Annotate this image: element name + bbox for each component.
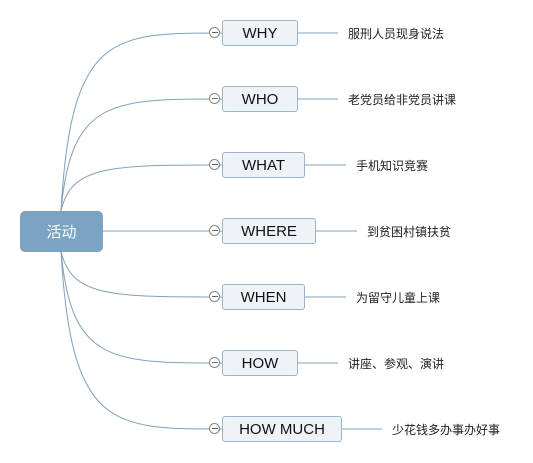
collapse-toggle-icon[interactable] — [209, 423, 220, 434]
branch-label-who: WHO — [241, 90, 279, 108]
collapse-toggle-icon[interactable] — [209, 93, 220, 104]
branch-topic-how[interactable]: HOW — [222, 350, 298, 376]
branch-connector-5 — [60, 250, 223, 364]
root-topic[interactable]: 活动 — [20, 211, 103, 252]
branch-label-how-much: HOW MUCH — [239, 420, 325, 438]
detail-topic-why[interactable]: 服刑人员现身说法 — [348, 27, 445, 41]
detail-topic-how-much[interactable]: 少花钱多办事办好事 — [392, 423, 501, 437]
collapse-toggle-icon[interactable] — [209, 291, 220, 302]
branch-label-why: WHY — [242, 24, 278, 42]
collapse-toggle-icon[interactable] — [209, 159, 220, 170]
branch-label-how: HOW — [241, 354, 279, 372]
branch-label-where: WHERE — [241, 222, 297, 240]
branch-connector-6 — [60, 250, 223, 430]
branch-topic-how-much[interactable]: HOW MUCH — [222, 416, 342, 442]
detail-topic-what[interactable]: 手机知识竞赛 — [356, 159, 429, 173]
branch-topic-who[interactable]: WHO — [222, 86, 298, 112]
detail-topic-where[interactable]: 到贫困村镇扶贫 — [367, 225, 452, 239]
branch-topic-where[interactable]: WHERE — [222, 218, 316, 244]
detail-topic-who[interactable]: 老党员给非党员讲课 — [348, 93, 457, 107]
root-topic-label: 活动 — [46, 223, 77, 241]
branch-connector-1 — [60, 98, 223, 212]
detail-topic-how[interactable]: 讲座、参观、演讲 — [348, 357, 445, 371]
branch-connector-2 — [60, 164, 223, 212]
branch-connector-0 — [60, 32, 223, 212]
branch-label-when: WHEN — [240, 288, 287, 306]
branch-topic-what[interactable]: WHAT — [222, 152, 305, 178]
collapse-toggle-icon[interactable] — [209, 357, 220, 368]
branch-topic-when[interactable]: WHEN — [222, 284, 305, 310]
branch-connector-4 — [60, 250, 223, 298]
branch-label-what: WHAT — [241, 156, 286, 174]
detail-topic-when[interactable]: 为留守儿童上课 — [356, 291, 441, 305]
collapse-toggle-icon[interactable] — [209, 225, 220, 236]
branch-topic-why[interactable]: WHY — [222, 20, 298, 46]
collapse-toggle-icon[interactable] — [209, 27, 220, 38]
